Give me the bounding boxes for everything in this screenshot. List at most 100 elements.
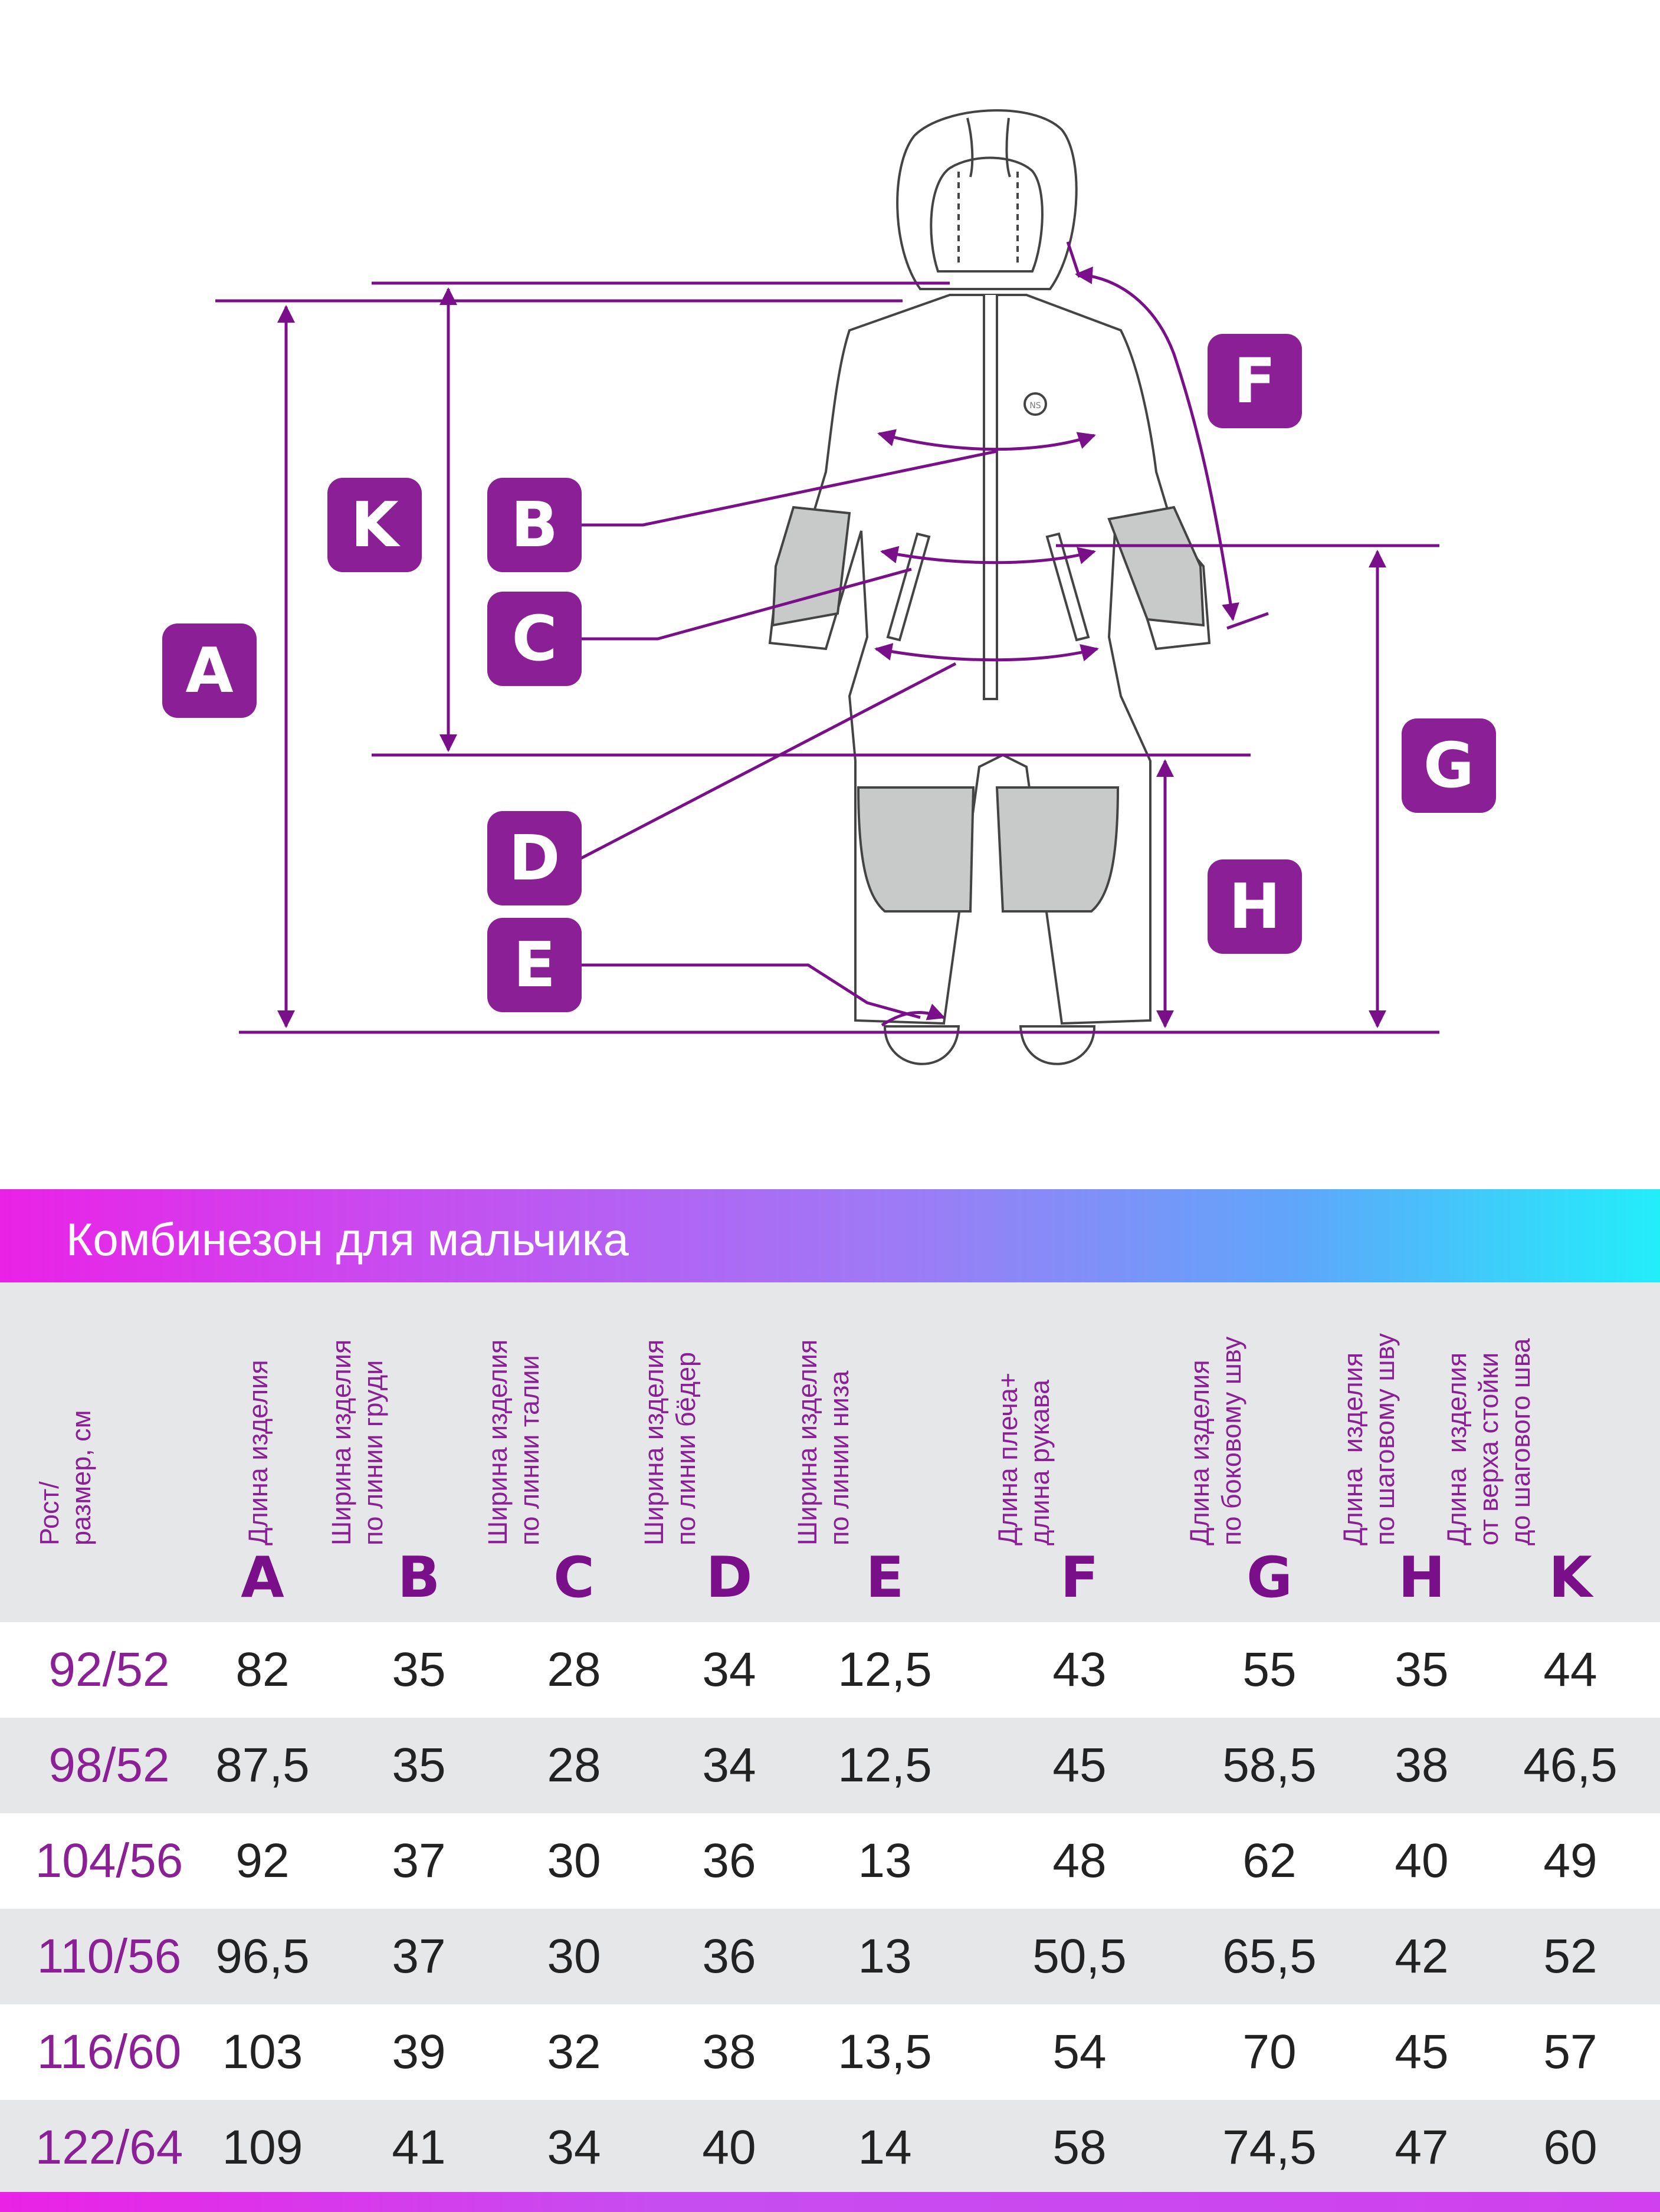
value-cell-F: 50,5	[1032, 1929, 1127, 1983]
left-sleeve-patch	[771, 506, 851, 627]
value-cell-G: 58,5	[1222, 1738, 1317, 1792]
bottom-gradient-bar	[0, 2192, 1660, 2212]
value-cell-D: 38	[702, 2025, 756, 2079]
logo-text: NS	[1029, 401, 1041, 411]
value-cell-E: 14	[858, 2121, 912, 2174]
value-cell-A: 82	[235, 1643, 290, 1696]
value-cell-F: 48	[1052, 1834, 1107, 1888]
value-cell-B: 37	[392, 1929, 446, 1983]
right-knee-patch	[995, 786, 1120, 913]
value-cell-E: 12,5	[838, 1738, 932, 1792]
hood-inner	[930, 156, 1044, 273]
column-label-D: Ширина изделия по линии бёдер	[639, 1339, 701, 1545]
value-cell-D: 34	[702, 1738, 756, 1792]
value-cell-G: 70	[1242, 2025, 1297, 2079]
column-label-B: Ширина изделия по линии груди	[326, 1339, 388, 1545]
value-cell-C: 32	[547, 2025, 601, 2079]
value-cell-F: 54	[1052, 2025, 1107, 2079]
table-row: 110/56 96,5 37 30 36 13 50,5 65,5 42 52	[0, 1909, 1660, 2004]
value-cell-G: 74,5	[1222, 2121, 1317, 2174]
value-cell-C: 28	[547, 1738, 601, 1792]
value-cell-G: 55	[1242, 1643, 1297, 1696]
value-cell-B: 41	[392, 2121, 446, 2174]
right-sleeve-patch	[1107, 506, 1205, 627]
table-row: 92/52 82 35 28 34 12,5 43 55 35 44	[0, 1622, 1660, 1718]
column-label-H: Длина изделия по шаговому шву	[1338, 1333, 1400, 1545]
column-letter-H: H	[1398, 1545, 1445, 1610]
dim-line-F	[1075, 266, 1239, 621]
value-cell-C: 28	[547, 1643, 601, 1696]
column-label-A: Длина изделия	[243, 1360, 273, 1545]
value-cell-G: 62	[1242, 1834, 1297, 1888]
zipper	[983, 295, 998, 700]
badge-H: H	[1208, 859, 1302, 954]
value-cell-H: 45	[1395, 2025, 1449, 2079]
dim-line-D	[874, 643, 1099, 662]
value-cell-D: 40	[702, 2121, 756, 2174]
value-cell-F: 43	[1052, 1643, 1107, 1696]
left-knee-patch	[857, 786, 975, 913]
value-cell-D: 34	[702, 1643, 756, 1696]
svg-text:F: F	[1233, 345, 1276, 417]
value-cell-F: 45	[1052, 1738, 1107, 1792]
value-cell-A: 109	[222, 2121, 303, 2174]
coverall-illustration: NS	[768, 109, 1211, 1065]
table-row: 104/56 92 37 30 36 13 48 62 40 49	[0, 1813, 1660, 1909]
column-letter-F: F	[1060, 1545, 1099, 1610]
value-cell-K: 49	[1543, 1834, 1597, 1888]
value-cell-B: 35	[392, 1738, 446, 1792]
size-cell: 116/60	[37, 2025, 182, 2079]
value-cell-H: 40	[1395, 1834, 1449, 1888]
svg-text:B: B	[511, 489, 558, 561]
size-cell: 92/52	[48, 1643, 170, 1696]
value-cell-H: 47	[1395, 2121, 1449, 2174]
badge-D: D	[487, 811, 582, 905]
value-cell-D: 36	[702, 1929, 756, 1983]
value-cell-B: 37	[392, 1834, 446, 1888]
badge-B: B	[487, 478, 582, 572]
column-letter-D: D	[706, 1545, 753, 1610]
column-letter-E: E	[865, 1545, 904, 1610]
svg-text:K: K	[350, 489, 401, 561]
column-letter-B: B	[397, 1545, 441, 1610]
value-cell-A: 96,5	[215, 1929, 310, 1983]
column-label-K: Длина изделия от верха стойки до шаговог…	[1442, 1338, 1536, 1545]
svg-text:H: H	[1229, 871, 1281, 943]
badge-A: A	[162, 623, 257, 718]
size-table-header: Рост/ размер, см Длина изделия Ширина из…	[0, 1282, 1660, 1622]
value-cell-A: 87,5	[215, 1738, 310, 1792]
column-letter-K: K	[1549, 1545, 1592, 1610]
badge-C: C	[487, 592, 582, 686]
size-cell: 104/56	[35, 1834, 183, 1888]
badge-F: F	[1208, 334, 1302, 428]
dim-line-B	[877, 429, 1096, 451]
value-cell-E: 12,5	[838, 1643, 932, 1696]
value-cell-H: 38	[1395, 1738, 1449, 1792]
badge-E: E	[487, 918, 582, 1012]
value-cell-H: 35	[1395, 1643, 1449, 1696]
svg-text:C: C	[511, 603, 557, 675]
title-bar: Комбинезон для мальчика	[0, 1189, 1660, 1282]
value-cell-B: 35	[392, 1643, 446, 1696]
value-cell-E: 13	[858, 1929, 912, 1983]
value-cell-H: 42	[1395, 1929, 1449, 1983]
dim-line-E	[881, 1003, 946, 1027]
table-row: 122/64 109 41 34 40 14 58 74,5 47 60	[0, 2100, 1660, 2195]
size-cell: 110/56	[37, 1929, 182, 1983]
column-label-G: Длина изделия по боковому шву	[1185, 1336, 1246, 1545]
column-label-F: Длина плеча+ длина рукава	[993, 1372, 1055, 1545]
column-letter-C: C	[553, 1545, 595, 1610]
badge-K: K	[327, 478, 422, 572]
dim-line-C	[880, 546, 1096, 565]
value-cell-E: 13,5	[838, 2025, 932, 2079]
value-cell-B: 39	[392, 2025, 446, 2079]
badge-G: G	[1402, 718, 1496, 813]
value-cell-K: 52	[1543, 1929, 1597, 1983]
value-cell-D: 36	[702, 1834, 756, 1888]
size-cell: 98/52	[48, 1738, 170, 1792]
value-cell-K: 60	[1543, 2121, 1597, 2174]
value-cell-G: 65,5	[1222, 1929, 1317, 1983]
value-cell-C: 30	[547, 1929, 601, 1983]
column-letter-G: G	[1246, 1545, 1292, 1610]
value-cell-K: 57	[1543, 2025, 1597, 2079]
